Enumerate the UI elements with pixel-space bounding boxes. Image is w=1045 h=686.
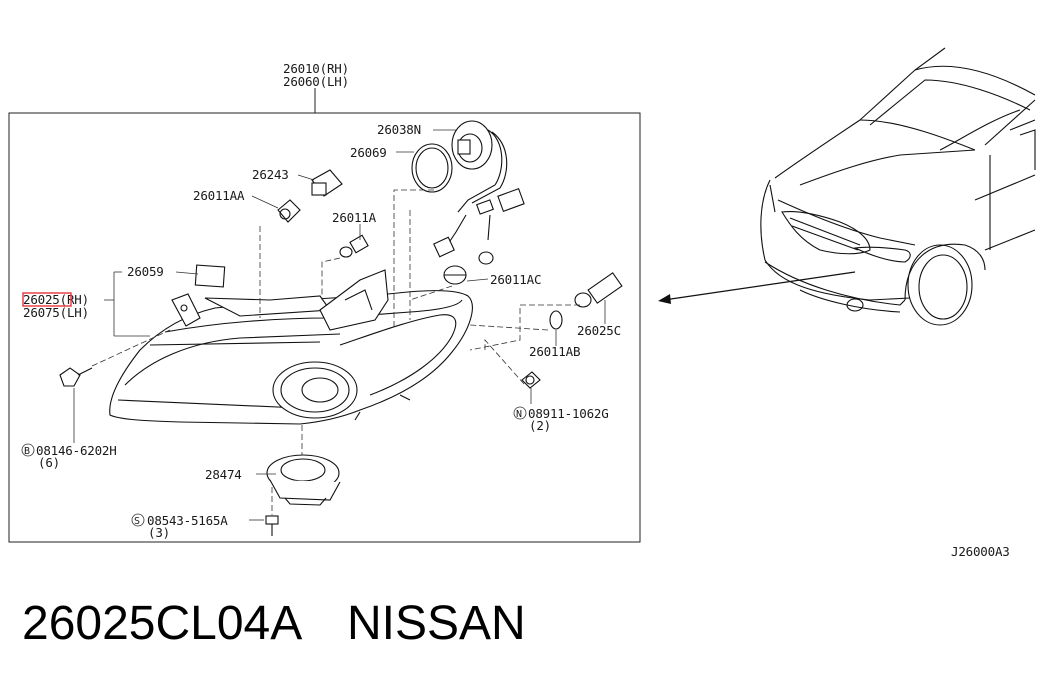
circle-letter-N <box>513 406 527 420</box>
part-26011AA-bulb <box>277 199 301 223</box>
callout-26011AA: 26011AA <box>193 188 245 203</box>
part-number: 26025CL04A <box>22 597 303 650</box>
part-28474-actuator <box>266 454 341 506</box>
callout-08911-qty: (2) <box>529 418 551 433</box>
part-08543-screw <box>265 515 279 536</box>
highlight-box <box>22 292 72 307</box>
callout-26075-lh: 26075(LH) <box>23 305 89 320</box>
part-26059-label-plate <box>194 264 226 288</box>
callout-08543-letter: S <box>134 516 140 527</box>
vehicle-location-sketch <box>658 47 1036 326</box>
part-26025C-socket <box>574 272 623 308</box>
callout-26025-side: (RH) <box>60 292 89 307</box>
callout-26059: 26059 <box>127 264 164 279</box>
part-26011AB-bulb <box>549 310 563 330</box>
assembly-label-rh: 26010(RH) <box>283 61 349 76</box>
part-26243-socket <box>311 169 343 197</box>
callout-26069: 26069 <box>350 145 387 160</box>
diagram-frame <box>8 112 641 543</box>
brand-name: NISSAN <box>347 597 526 650</box>
circle-letter-B <box>21 443 35 457</box>
part-08146-bolt <box>59 367 93 387</box>
callout-08146: 08146-6202H <box>36 443 117 458</box>
callout-08146-letter: B <box>24 446 30 457</box>
callout-08543: 08543-5165A <box>147 513 228 528</box>
part-26038N-cap <box>451 120 493 170</box>
part-26011AC-bulb <box>443 265 467 285</box>
part-26069-gasket <box>411 143 453 193</box>
callout-26025-number: 26025 <box>23 292 60 307</box>
part-26011A-bulb <box>339 234 369 258</box>
circle-letter-S <box>131 513 145 527</box>
location-arrow <box>663 271 856 301</box>
callout-08146-qty: (6) <box>38 455 60 470</box>
headlamp-housing <box>109 269 473 425</box>
part-08911-nut <box>521 371 541 389</box>
callout-26011AC: 26011AC <box>490 272 541 287</box>
reference-code: J26000A3 <box>951 544 1010 559</box>
callout-26038N: 26038N <box>377 122 421 137</box>
callout-26011AB: 26011AB <box>529 344 580 359</box>
callout-labels: 26038N 26069 26243 26011AA 26011A 26059 … <box>21 122 621 540</box>
callout-26025C: 26025C <box>577 323 621 338</box>
callout-08911: 08911-1062G <box>528 406 609 421</box>
location-arrowhead <box>658 294 671 304</box>
callout-26011A: 26011A <box>332 210 377 225</box>
leader-lines <box>73 129 606 521</box>
callout-26243: 26243 <box>252 167 289 182</box>
callout-28474: 28474 <box>205 467 242 482</box>
assembly-label-lh: 26060(LH) <box>283 74 349 89</box>
callout-08911-letter: N <box>516 409 522 420</box>
callout-26025-rh: 26025(RH) <box>23 292 89 307</box>
wiring-harness <box>433 129 525 265</box>
callout-08543-qty: (3) <box>148 525 170 540</box>
